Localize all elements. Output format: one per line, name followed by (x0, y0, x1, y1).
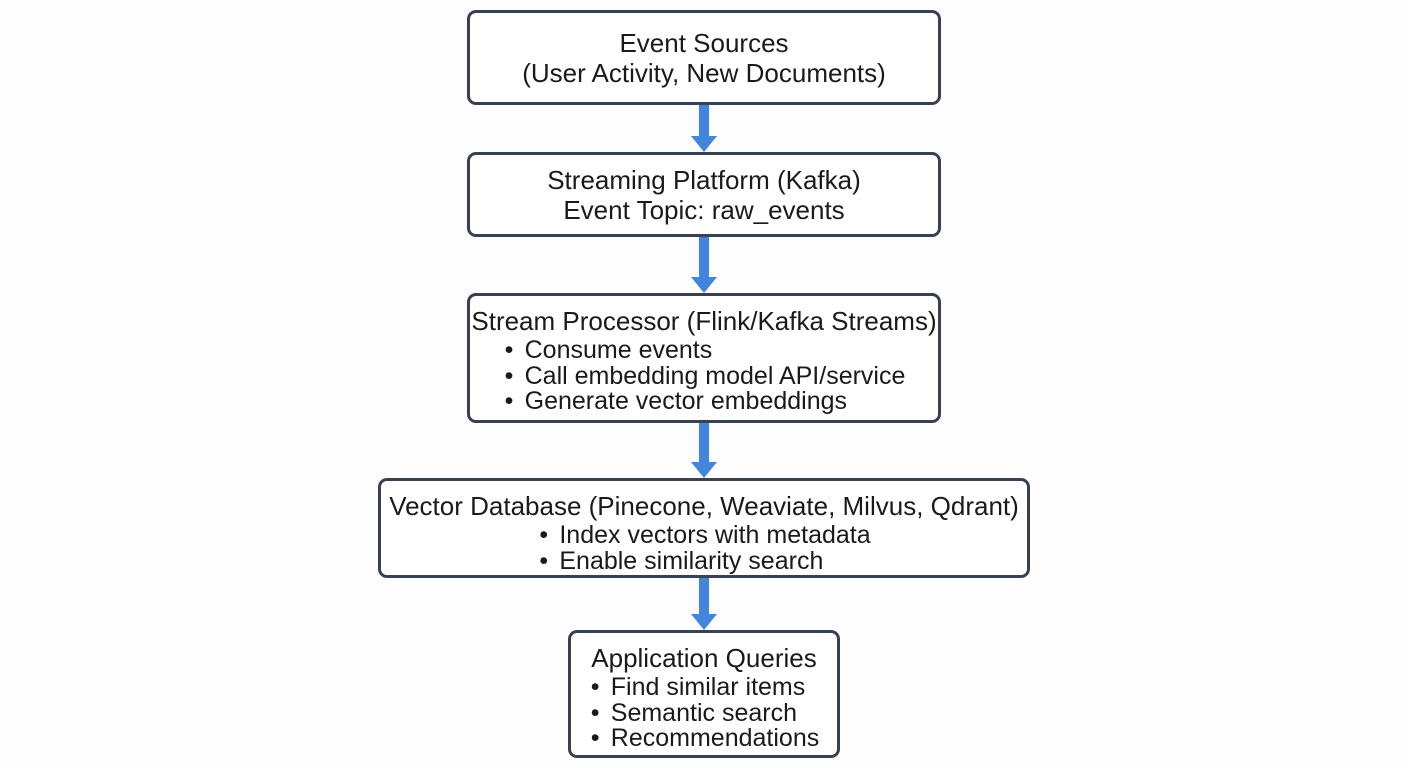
list-item: Index vectors with metadata (537, 522, 870, 549)
list-item: Recommendations (589, 725, 819, 752)
arrow-shaft (699, 423, 709, 462)
list-item: Enable similarity search (537, 548, 870, 575)
arrow-head (691, 136, 717, 152)
arrow-head (691, 462, 717, 478)
node-application-queries[interactable]: Application Queries Find similar items S… (568, 630, 840, 758)
node-stream-processor-bullets: Consume events Call embedding model API/… (503, 337, 906, 415)
node-application-queries-bullets: Find similar items Semantic search Recom… (589, 674, 819, 752)
arrow-streaming-platform-to-stream-processor (691, 237, 717, 293)
list-item: Call embedding model API/service (503, 363, 906, 390)
node-streaming-platform-subtitle: Event Topic: raw_events (563, 194, 845, 225)
node-streaming-platform-title: Streaming Platform (Kafka) (547, 164, 861, 195)
arrow-shaft (699, 578, 709, 614)
list-item: Consume events (503, 337, 906, 364)
node-vector-database[interactable]: Vector Database (Pinecone, Weaviate, Mil… (378, 478, 1030, 578)
arrow-shaft (699, 105, 709, 136)
node-event-sources-subtitle: (User Activity, New Documents) (522, 57, 886, 88)
node-stream-processor[interactable]: Stream Processor (Flink/Kafka Streams) C… (467, 293, 941, 423)
list-item: Find similar items (589, 674, 819, 701)
node-event-sources[interactable]: Event Sources (User Activity, New Docume… (467, 10, 941, 105)
arrow-vector-database-to-application-queries (691, 578, 717, 630)
node-application-queries-title: Application Queries (591, 643, 817, 673)
node-vector-database-bullets: Index vectors with metadata Enable simil… (537, 522, 870, 575)
arrow-event-sources-to-streaming-platform (691, 105, 717, 152)
arrow-stream-processor-to-vector-database (691, 423, 717, 478)
arrow-shaft (699, 237, 709, 277)
node-vector-database-title: Vector Database (Pinecone, Weaviate, Mil… (389, 491, 1019, 521)
node-streaming-platform[interactable]: Streaming Platform (Kafka) Event Topic: … (467, 152, 941, 237)
arrow-head (691, 277, 717, 293)
arrow-head (691, 614, 717, 630)
node-stream-processor-title: Stream Processor (Flink/Kafka Streams) (471, 306, 937, 336)
list-item: Semantic search (589, 700, 819, 727)
node-event-sources-title: Event Sources (619, 27, 789, 58)
list-item: Generate vector embeddings (503, 388, 906, 415)
